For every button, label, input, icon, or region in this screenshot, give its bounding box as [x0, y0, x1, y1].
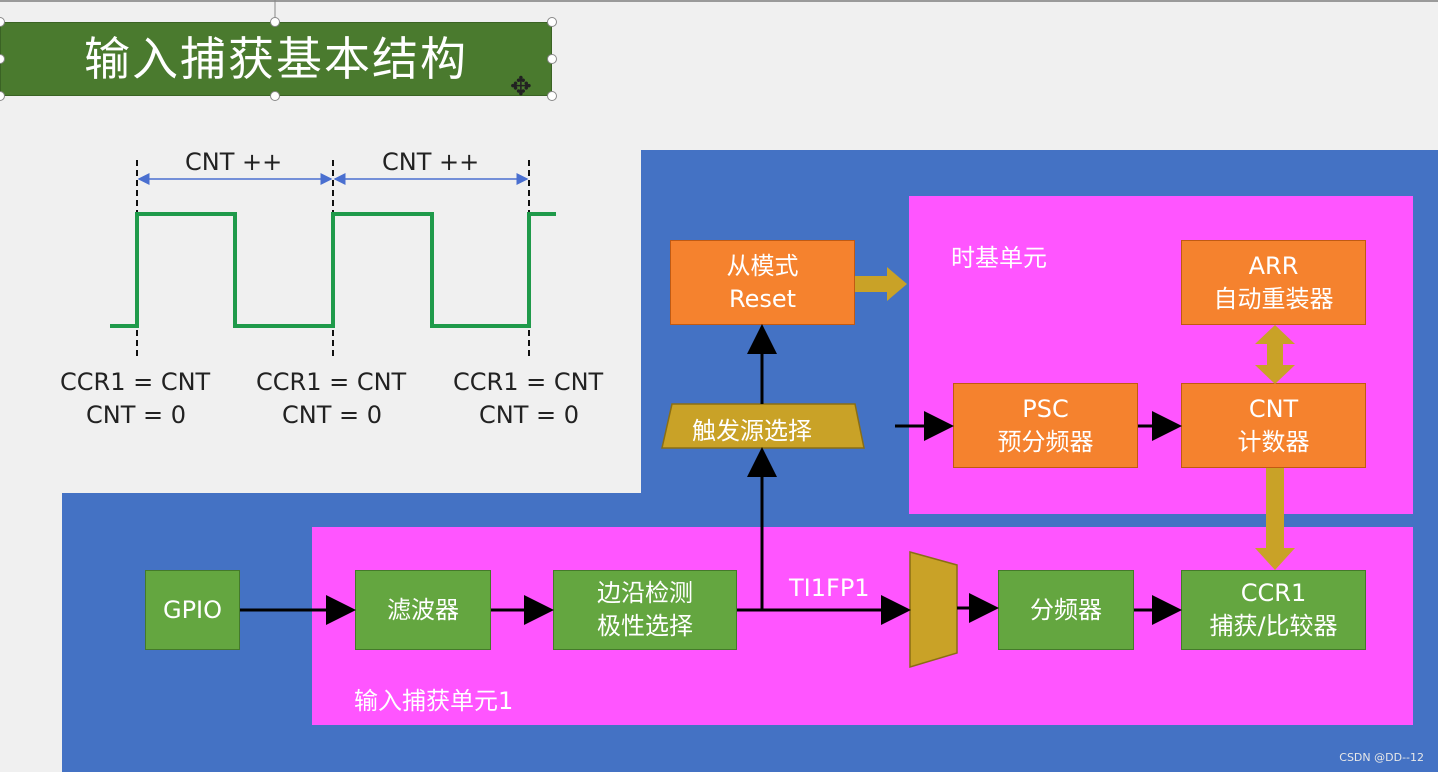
event-label-2-line2: CNT = 0	[282, 401, 383, 429]
trigger-select-shape	[661, 403, 865, 449]
slave-mode-line1: 从模式	[726, 251, 799, 280]
event-label-2-line1: CCR1 = CNT	[256, 368, 407, 396]
trigger-select-label: 触发源选择	[692, 417, 812, 445]
reset-to-timebase-arrow	[855, 267, 907, 301]
interval-label-1: CNT ++	[185, 148, 283, 176]
signal-waveform	[110, 212, 556, 328]
cnt-line1: CNT	[1248, 394, 1299, 423]
ccr1-block: CCR1 捕获/比较器	[1181, 570, 1366, 650]
arr-block: ARR 自动重装器	[1181, 240, 1366, 325]
watermark: CSDN @DD--12	[1339, 751, 1424, 764]
ccr1-line2: 捕获/比较器	[1209, 612, 1338, 640]
edge-detect-line1: 边沿检测	[597, 579, 693, 607]
input-mux-shape	[909, 551, 958, 669]
input-capture-unit-label: 输入捕获单元1	[354, 687, 514, 715]
ccr1-line1: CCR1	[1240, 579, 1307, 607]
cnt-to-ccr1-arrow	[1255, 468, 1295, 570]
psc-line2: 预分频器	[997, 427, 1094, 456]
ti1fp1-label: TI1FP1	[789, 574, 870, 602]
edge-detect-block: 边沿检测 极性选择	[553, 570, 737, 650]
title-rotate-stem	[274, 0, 276, 18]
arr-cnt-arrow	[1255, 325, 1295, 384]
top-border	[0, 0, 1438, 2]
event-label-1-line2: CNT = 0	[86, 401, 187, 429]
arr-line2: 自动重装器	[1213, 284, 1334, 313]
timing-diagram	[110, 160, 556, 358]
event-label-3-line1: CCR1 = CNT	[453, 368, 604, 396]
filter-block: 滤波器	[355, 570, 491, 650]
psc-block: PSC 预分频器	[953, 383, 1138, 468]
cnt-block: CNT 计数器	[1181, 383, 1366, 468]
interval-label-2: CNT ++	[382, 148, 480, 176]
slave-mode-block: 从模式 Reset	[670, 240, 855, 325]
slave-mode-line2: Reset	[728, 284, 797, 313]
move-cursor-icon: ✥	[510, 72, 532, 102]
psc-line1: PSC	[1022, 394, 1069, 423]
cnt-line2: 计数器	[1237, 427, 1310, 456]
resize-handle-mr[interactable]	[547, 54, 557, 64]
gpio-block: GPIO	[145, 570, 240, 650]
page-title[interactable]: 输入捕获基本结构	[0, 22, 552, 96]
event-label-3-line2: CNT = 0	[479, 401, 580, 429]
time-base-label: 时基单元	[951, 244, 1047, 272]
edge-detect-line2: 极性选择	[597, 612, 693, 640]
event-label-1-line1: CCR1 = CNT	[60, 368, 211, 396]
resize-handle-br[interactable]	[547, 91, 557, 101]
divider-block: 分频器	[998, 570, 1134, 650]
arr-line1: ARR	[1248, 251, 1299, 280]
resize-handle-bm[interactable]	[270, 91, 280, 101]
resize-handle-tr[interactable]	[547, 17, 557, 27]
